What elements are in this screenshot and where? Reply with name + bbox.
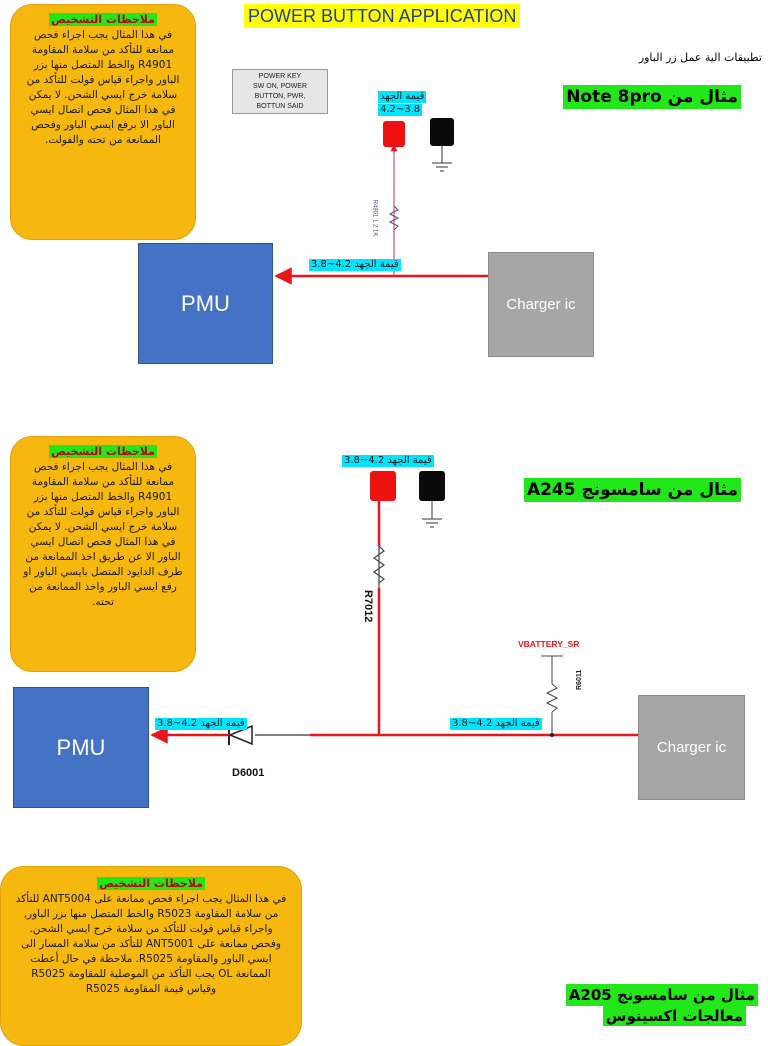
- s2-diagnosis-note: ملاحظات التشخيص في هذا المثال يجب اجراء …: [10, 436, 196, 672]
- s1-voltage-line-label: قيمة الجهد 4.2~3.8: [309, 259, 401, 271]
- s3-example-label-line2: معالجات اكسينوس: [602, 1006, 746, 1026]
- s1-example-label: مثال من Note 8pro: [563, 85, 741, 109]
- s1-charger-ic-block: Charger ic: [488, 252, 594, 357]
- s2-note-title: ملاحظات التشخيص: [49, 445, 157, 458]
- s3-example-label-line1: مثال من سامسونج A205: [565, 984, 758, 1006]
- s2-diode-label: D6001: [232, 767, 265, 779]
- s2-voltage-top-label: قيمة الجهد 4.2~3.8: [342, 455, 434, 467]
- s2-example-label: مثال من سامسونج A245: [523, 478, 741, 502]
- s2-voltage-left-label: قيمة الجهد 4.2~3.8: [155, 718, 247, 730]
- s2-note-body: في هذا المثال يجب اجراء فحص ممانعة للتأك…: [23, 461, 183, 608]
- s1-red-button: [383, 121, 405, 147]
- power-key-box: POWER KEY SW ON, POWER BUTTON, PWR, BOTT…: [232, 69, 328, 114]
- s2-voltage-right-label: قيمة الجهد 4.2~3.8: [450, 718, 542, 730]
- s1-diagnosis-note: ملاحظات التشخيص في هذا المثال يجب اجراء …: [10, 4, 196, 240]
- s1-pmu-block: PMU: [138, 243, 273, 364]
- schematic-wiring: [150, 118, 640, 746]
- s3-diagnosis-note: ملاحظات التشخيص في هذا المثال يجب اجراء …: [0, 866, 302, 1046]
- s3-note-title: ملاحظات التشخيص: [97, 877, 205, 890]
- s2-resistor-zigzag: [372, 544, 386, 588]
- s2-r6011-label: R6011: [576, 669, 583, 690]
- page-title: POWER BUTTON APPLICATION: [244, 4, 521, 28]
- s2-pmu-block: PMU: [13, 687, 149, 808]
- s2-diode-triangle: [228, 724, 253, 746]
- s1-black-button: [430, 118, 454, 146]
- power-key-line: POWER KEY: [258, 73, 302, 80]
- s2-red-button: [370, 471, 396, 501]
- s1-resistor-label: R4901 1 2 1K: [371, 199, 378, 237]
- s1-note-body: في هذا المثال يجب اجراء فحص ممانعة للتأك…: [26, 29, 180, 146]
- power-key-line: BOTTUN SAID: [256, 103, 304, 110]
- power-key-line: BUTTON, PWR,: [254, 93, 306, 100]
- s1-voltage-top-label: قيمة الجهد: [378, 91, 427, 103]
- power-key-line: SW ON, POWER: [252, 83, 308, 90]
- s2-junction-dot: [550, 733, 554, 737]
- s1-note-title: ملاحظات التشخيص: [49, 13, 157, 26]
- s2-black-button: [419, 471, 445, 501]
- s1-voltage-top-value: 3.8~4.2: [378, 104, 423, 116]
- s2-charger-ic-block: Charger ic: [638, 695, 745, 800]
- page-subtitle: تطبيقات الية عمل زر الباور: [638, 51, 762, 64]
- s1-resistor-zigzag: [388, 205, 400, 231]
- s2-resistor-label: R7012: [362, 590, 374, 623]
- s2-vbattery-label: VBATTERY_SR: [518, 639, 580, 649]
- s2-r6011-zigzag: [545, 683, 559, 713]
- s3-note-body: في هذا المثال يجب اجراء فحص ممانعة على A…: [15, 893, 287, 995]
